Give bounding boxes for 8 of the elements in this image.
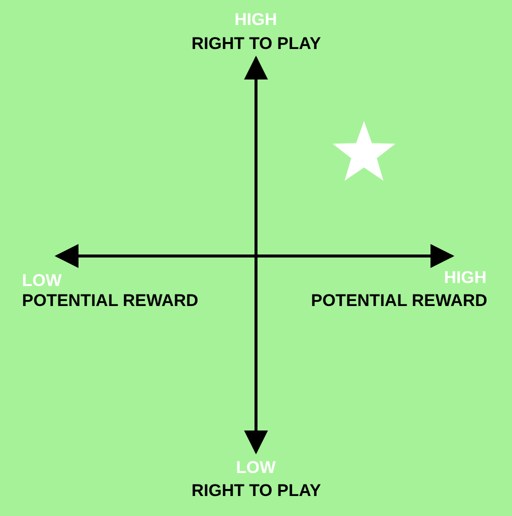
axis-title: POTENTIAL REWARD	[22, 291, 198, 311]
axis-title: RIGHT TO PLAY	[192, 481, 321, 501]
axis-level-label: HIGH	[234, 10, 277, 30]
axis-title: RIGHT TO PLAY	[192, 34, 321, 54]
axis-level-label: LOW	[236, 458, 276, 478]
axis-level-label: LOW	[22, 271, 62, 291]
axis-level-label: HIGH	[444, 268, 486, 288]
axis-title: POTENTIAL REWARD	[311, 291, 488, 311]
